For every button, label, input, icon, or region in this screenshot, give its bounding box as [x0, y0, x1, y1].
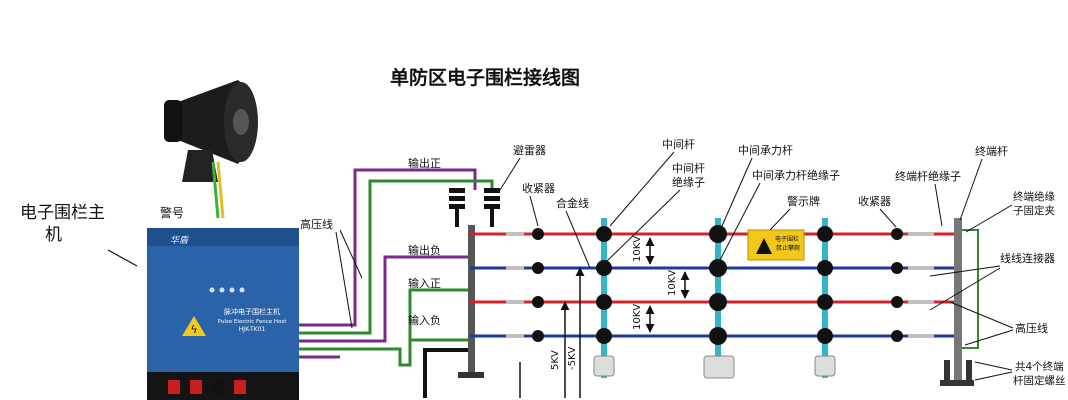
- bolts-line2: 杆固定螺丝: [1013, 374, 1066, 387]
- mid-pole-2: [814, 218, 836, 378]
- sign-text: 电子围栏 禁止攀爬: [775, 235, 801, 252]
- leader-mid-pole: [609, 151, 675, 227]
- label-10kv-2: 10KV: [667, 270, 678, 296]
- leader-hv-right-1: [949, 301, 1014, 329]
- leader-mid-load-pole: [721, 157, 753, 227]
- label-10kv-1: 10KV: [632, 236, 643, 262]
- mid-pole-1: [593, 218, 615, 378]
- label-end-pole: 终端杆: [975, 144, 1008, 158]
- leader-alloy-wire: [565, 210, 591, 269]
- hv-warning-icon: [182, 316, 206, 336]
- device-model-code: HJK-TK01: [239, 326, 266, 333]
- leader-hv-right-2: [964, 329, 1014, 346]
- siren-icon: [164, 80, 258, 182]
- leader-warning-sign: [769, 208, 791, 231]
- lightning-arrester-icon: [449, 188, 500, 227]
- label-in-neg: 输入负: [408, 313, 441, 327]
- host-label-line2: 机: [45, 225, 62, 245]
- wire-out-neg: [299, 255, 470, 343]
- end-pole: [940, 218, 974, 386]
- diagram-title: 单防区电子围栏接线图: [390, 66, 580, 89]
- label-lightning: 避雷器: [513, 143, 546, 157]
- label-mid-pole-insulator: 中间杆 绝缘子: [672, 161, 709, 189]
- sign-text-line2: 禁止攀爬: [776, 244, 800, 252]
- label-mid-pole: 中间杆: [662, 137, 695, 151]
- leader-bolts-2: [974, 371, 1013, 381]
- leader-connector-2: [929, 267, 1001, 311]
- mid-insulator-line1: 中间杆: [672, 161, 705, 175]
- label-wire-connector: 线线连接器: [1000, 251, 1055, 265]
- host-leader-line: [107, 249, 138, 267]
- label-out-neg: 输出负: [408, 243, 441, 257]
- leader-clamp: [965, 204, 1013, 233]
- tightener-left-icon: [506, 228, 544, 342]
- label-hv-right: 高压线: [1015, 321, 1048, 335]
- siren-label: 警号: [160, 205, 184, 220]
- leader-mid-load-insulator: [719, 182, 761, 261]
- host-label-line1: 电子围栏主: [20, 203, 105, 223]
- label-end-pole-insulator: 终端杆绝缘子: [895, 169, 961, 183]
- tightener-right-icon: [891, 228, 934, 342]
- device-model-cn: 脉冲电子围栏主机: [224, 307, 280, 316]
- start-pole: [458, 225, 484, 378]
- label-out-pos: 输出正: [408, 156, 441, 170]
- clamp-line2: 子固定夹: [1013, 204, 1055, 217]
- svg-text:ϟ: ϟ: [190, 323, 197, 336]
- label-5kv: 5KV: [550, 350, 561, 370]
- leader-lightning: [499, 157, 521, 191]
- host-device: ϟ: [147, 228, 299, 400]
- label-10kv-3: 10KV: [632, 304, 643, 330]
- sign-text-line1: 电子围栏: [775, 235, 799, 243]
- clamp-line1: 终端绝缘: [1013, 190, 1055, 203]
- label-neg-5kv: -5KV: [567, 346, 578, 370]
- leader-hv-left-1: [339, 229, 363, 279]
- leader-hv-left-2: [335, 231, 353, 329]
- siren-wire-green: [211, 161, 220, 219]
- label-warning-sign: 警示牌: [787, 194, 820, 208]
- device-brand: 华盾: [170, 235, 190, 246]
- label-in-pos: 输入正: [408, 276, 441, 290]
- label-bolts: 共4个终端 杆固定螺丝: [1013, 360, 1067, 387]
- label-alloy-wire: 合金线: [556, 196, 589, 210]
- label-end-insulator-clamp: 终端绝缘 子固定夹: [1013, 190, 1058, 217]
- label-tightener-right: 收紧器: [858, 194, 891, 208]
- label-hv-left: 高压线: [300, 217, 333, 231]
- warning-hand-icon: [756, 238, 772, 254]
- voltage-markers: [519, 237, 690, 398]
- siren-wire-yellow: [216, 161, 225, 219]
- label-mid-load-pole: 中间承力杆: [738, 143, 793, 157]
- wire-in-pos: [299, 288, 470, 367]
- leader-end-pole: [959, 158, 983, 221]
- leader-tightener-left: [529, 195, 539, 227]
- label-mid-load-insulator: 中间承力杆绝缘子: [752, 168, 840, 182]
- warning-sign: [747, 229, 805, 261]
- leader-end-insulator: [934, 183, 943, 227]
- host-wires: [299, 168, 494, 367]
- ground-lead: [423, 348, 468, 398]
- leader-mid-insulator: [605, 189, 681, 263]
- leader-connector-1: [929, 265, 1001, 277]
- bolts-line1: 共4个终端: [1015, 360, 1064, 373]
- mid-load-pole: [703, 218, 735, 379]
- device-model-en: Pulse Electric Fence Host: [218, 319, 288, 325]
- wire-in-neg-loop: [299, 179, 494, 335]
- mid-insulator-line2: 绝缘子: [672, 175, 705, 189]
- leader-bolts-1: [974, 361, 1013, 371]
- wire-out-pos: [299, 168, 477, 327]
- host-label: 电子围栏主 机: [20, 203, 110, 245]
- label-tightener-left: 收紧器: [522, 181, 555, 195]
- leader-tightener-right: [879, 208, 897, 228]
